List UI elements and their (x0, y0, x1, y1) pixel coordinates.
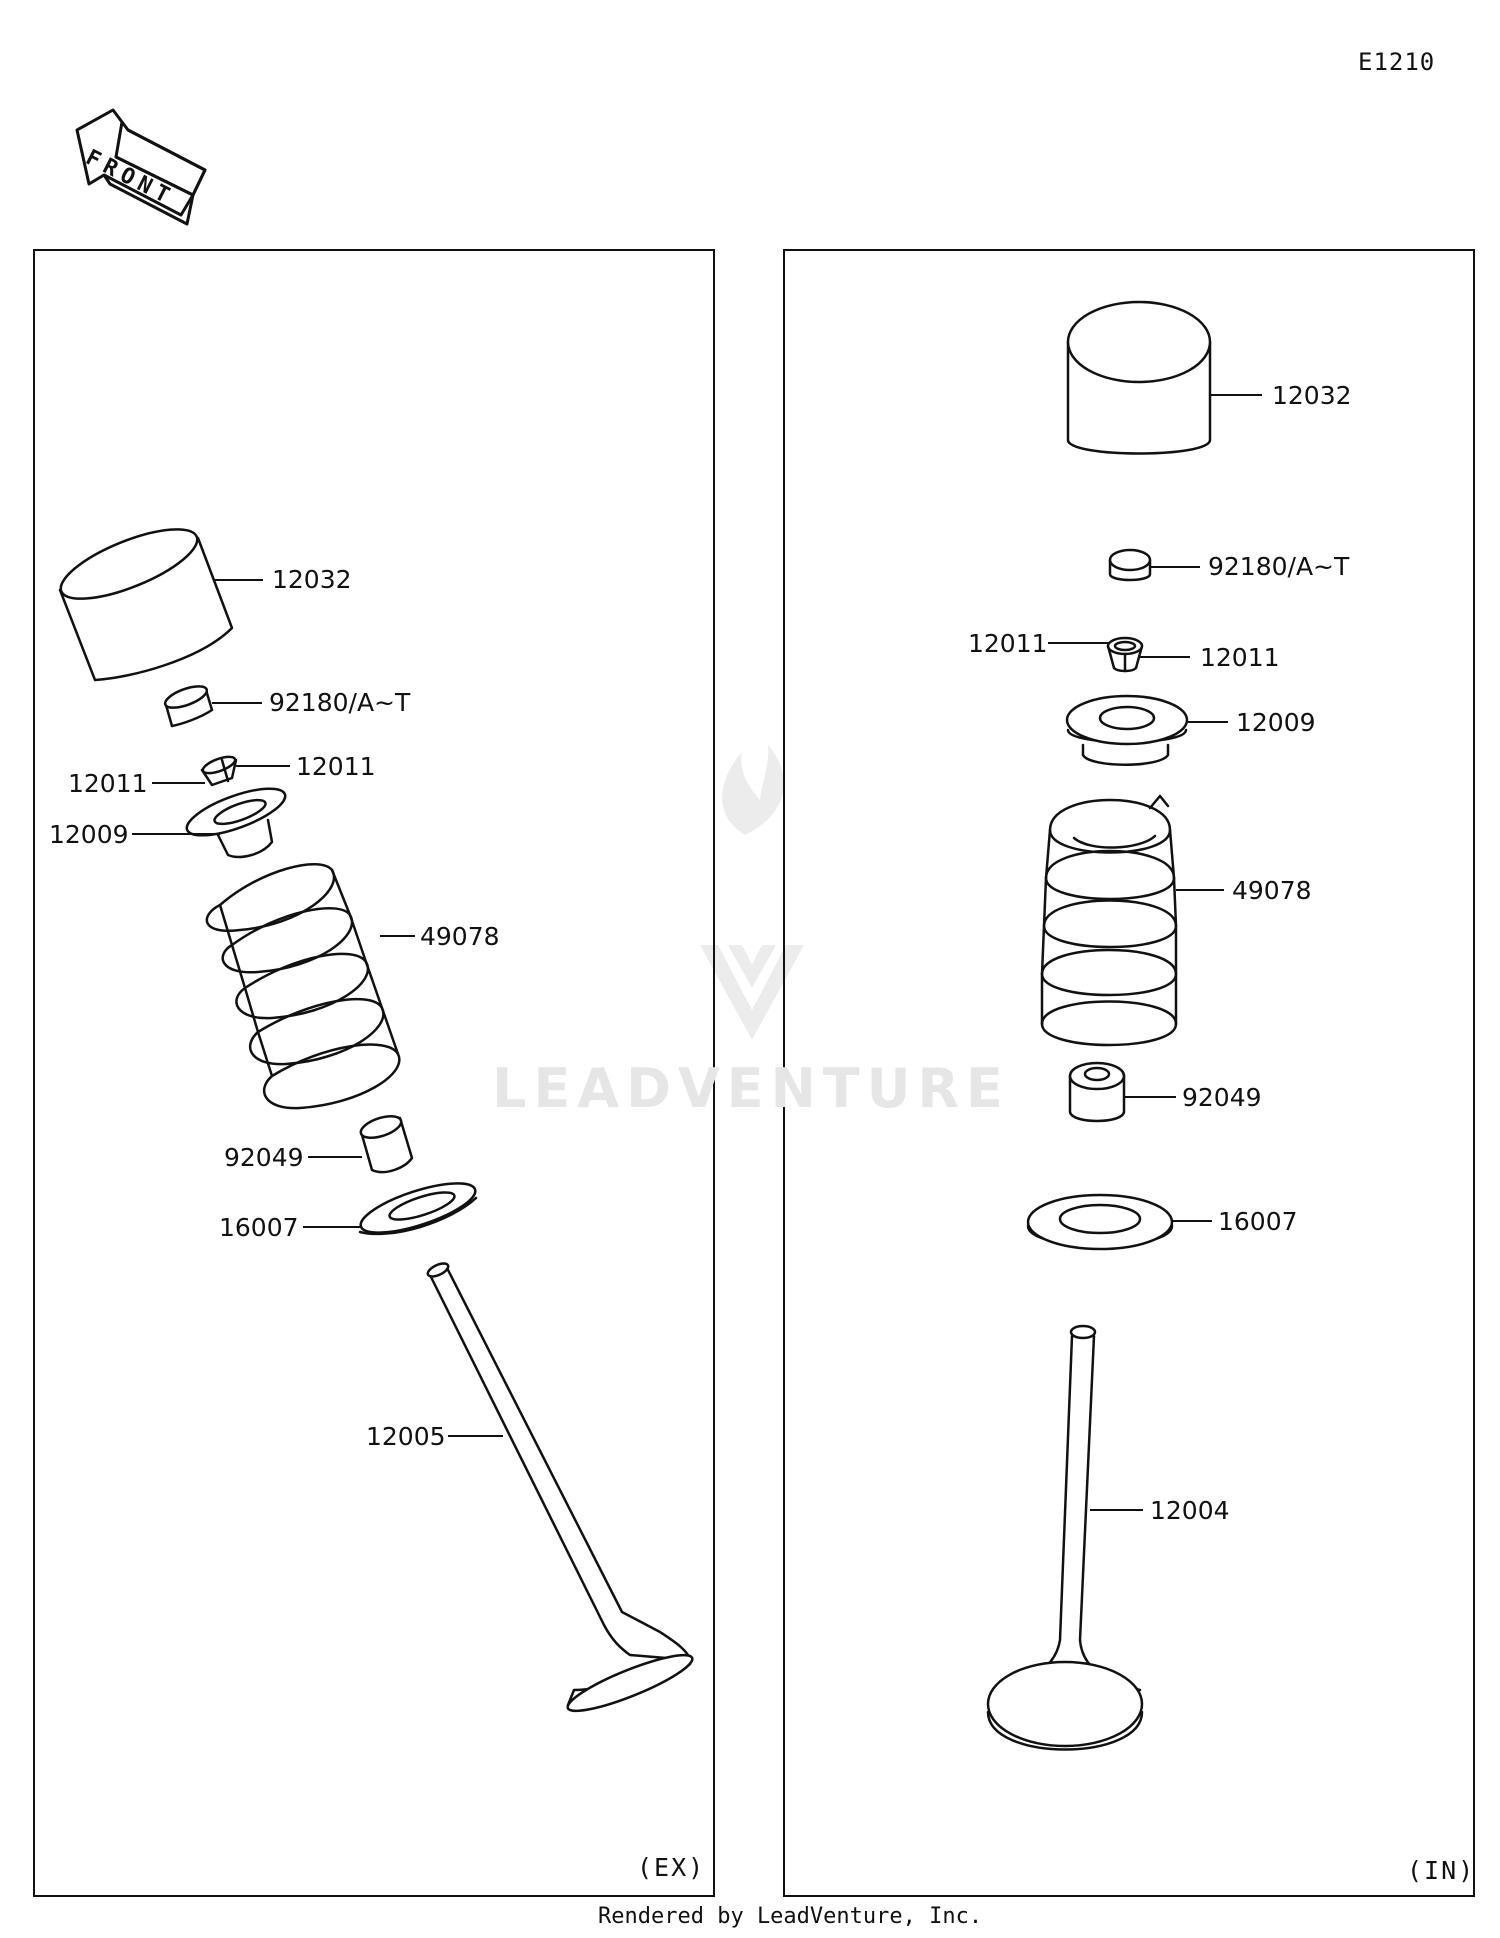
in-valve-label: 12004 (1150, 1496, 1230, 1525)
in-valve-part (986, 1324, 1144, 1751)
in-spring-seat-label: 16007 (1218, 1207, 1298, 1236)
in-seal-part (1068, 1061, 1126, 1123)
ex-panel-frame (33, 249, 715, 1897)
in-panel-frame (783, 249, 1475, 1897)
in-keeper-left-label: 12011 (968, 629, 1048, 658)
ex-spring-seat-part (358, 1182, 478, 1236)
in-keeper-right-label: 12011 (1200, 643, 1280, 672)
ex-leader-lines (132, 579, 503, 1437)
ex-seal-part (359, 1115, 414, 1174)
ex-panel-tag: (EX) (637, 1853, 706, 1882)
in-shim-label: 92180/A~T (1208, 552, 1350, 581)
in-retainer-part (1065, 694, 1189, 766)
in-leader-lines (1048, 394, 1262, 1511)
in-tappet-label: 12032 (1272, 381, 1352, 410)
in-shim-part (1108, 548, 1152, 582)
in-tappet-part (1066, 300, 1212, 455)
ex-tappet-label: 12032 (272, 565, 352, 594)
in-retainer-label: 12009 (1236, 708, 1316, 737)
in-keeper-part (1106, 636, 1144, 673)
watermark-logo (700, 745, 804, 1040)
ex-spring-part (205, 862, 401, 1110)
ex-spring-label: 49078 (420, 922, 500, 951)
in-panel-tag: (IN) (1407, 1856, 1476, 1885)
ex-shim-part (163, 685, 214, 728)
ex-valve-part (426, 1262, 694, 1713)
front-arrow-icon (75, 108, 207, 226)
render-credit-footer: Rendered by LeadVenture, Inc. (598, 1904, 983, 1929)
ex-retainer-part (185, 787, 287, 859)
in-spring-seat-part (1026, 1193, 1174, 1251)
in-spring-label: 49078 (1232, 876, 1312, 905)
ex-spring-seat-label: 16007 (219, 1213, 299, 1242)
ex-shim-label: 92180/A~T (269, 688, 411, 717)
ex-valve-label: 12005 (366, 1422, 446, 1451)
ex-seal-label: 92049 (224, 1143, 304, 1172)
in-seal-label: 92049 (1182, 1083, 1262, 1112)
ex-keeper-part (200, 755, 238, 787)
ex-tappet-part (58, 528, 234, 682)
diagram-code: E1210 (1358, 48, 1436, 76)
in-spring-part (1040, 794, 1178, 1047)
ex-keeper-right-label: 12011 (296, 752, 376, 781)
ex-retainer-label: 12009 (49, 820, 129, 849)
ex-keeper-left-label: 12011 (68, 769, 148, 798)
watermark-text: LEADVENTURE (492, 1057, 1010, 1120)
